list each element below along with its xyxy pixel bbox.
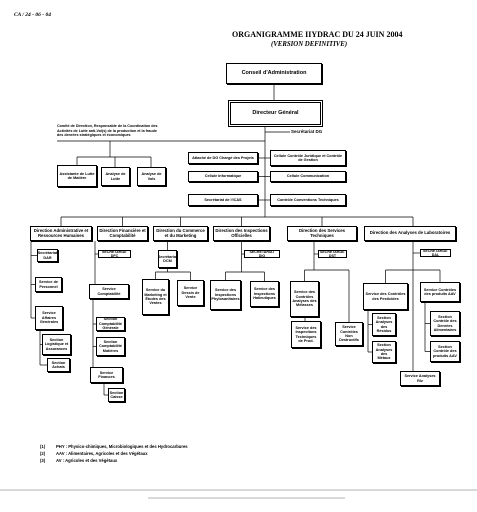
- committee-unit-box: Analyse de Lutte: [101, 167, 130, 186]
- secretariat-dcm-box: Secrétariat DCM: [158, 250, 177, 268]
- top-connectors: [57, 84, 290, 217]
- non-destructive-testing-box: Service Contrôles Non Destructifs: [335, 322, 363, 346]
- general-accounting-section-box: Section Comptabilité Générale: [96, 317, 125, 331]
- committee-line: Comité de Direction, Responsable de la C…: [57, 124, 158, 128]
- secretariat-dar-box: Secrétariat DAR: [37, 249, 58, 262]
- technical-inspections-service-box: Service des Inspections Techniques de Pr…: [291, 321, 321, 348]
- direction-1-connectors: [30, 241, 47, 366]
- director-general-box: Directeur Général: [228, 100, 323, 127]
- metals-section-box: Section Analyses des Métaux: [372, 341, 396, 363]
- direction-laboratories-box: Direction des Analyses de Laboratoires: [364, 226, 456, 241]
- footnote-text: AV : Agricoles et des Végétaux: [56, 458, 118, 463]
- technical-conventions-box: Contrôle Conventions Techniques: [270, 194, 346, 206]
- fisheries-inspections-box: Service des Inspections Halieutiques: [250, 281, 279, 307]
- secretariat-dst-label: SECRETARIAT DST: [318, 250, 347, 258]
- legal-control-cell-box: Cellule Contrôle Juridique et Contrôle d…: [270, 150, 346, 166]
- direction-finance-box: Direction Financière et Comptabilité: [97, 226, 148, 241]
- aav-products-service-box: Service Contrôles des produits AAV: [420, 282, 460, 302]
- direction-admin-hr-box: Direction Administrative et Ressources H…: [30, 226, 92, 241]
- direction-commerce-box: Direction du Commerce et du Marketing: [153, 226, 208, 241]
- materials-accounting-section-box: Section Comptabilité Matières: [96, 337, 125, 356]
- direction-6-connectors: [367, 241, 441, 371]
- molasses-analysis-service-box: Service des Contrôles Analyses des Mélas…: [290, 281, 319, 317]
- direction-technical-services-box: Direction des Services Techniques: [287, 226, 357, 241]
- projects-attache-box: Attaché de DG Chargé des Projets: [188, 152, 258, 164]
- purchasing-section-box: Section Achats: [47, 358, 70, 372]
- directions-bus: [60, 216, 414, 226]
- committee-line: Activités de Lutte anti-Vol(s) de la pro…: [57, 128, 157, 133]
- direction-inspections-box: Direction des Inspections Officielles: [213, 226, 270, 241]
- footnote-text: PHY : Physico-chimiques, Microbiologique…: [56, 444, 188, 449]
- footnote-number: (1): [40, 444, 46, 449]
- sales-service-box: Service Dessin de Vente: [177, 280, 204, 306]
- personnel-service-box: Service de Personnel: [35, 277, 62, 292]
- secretariat-dg-label: Secrétariat DG: [291, 129, 323, 134]
- secretariat-dio-label: SECRETARIAT DIO: [244, 250, 280, 258]
- page-title: ORGANIGRAMME IIYDRAC DU 24 JUIN 2004: [232, 30, 403, 39]
- logistics-section-box: Section Logistique et Assurances: [42, 334, 71, 355]
- direction-5-connectors: [304, 241, 350, 322]
- footnote-number: (3): [40, 458, 46, 463]
- finance-service-box: Service Finances: [90, 367, 123, 383]
- direction-4-connectors: [225, 241, 265, 281]
- pesticides-service-box: Service des Contrôles des Pesticides: [363, 283, 408, 310]
- residues-section-box: Section Analyses des Résidus: [372, 313, 396, 336]
- committee-unit-box: Analyse de Vols: [137, 167, 166, 186]
- general-affairs-service-box: Service Affaires Générales: [35, 306, 63, 330]
- aav-products-section-box: Section Contrôle des produits AAV: [430, 341, 460, 362]
- direction-3-connectors: [155, 241, 191, 280]
- secretariat-dal-label: SECRETARIAT DAL: [420, 249, 451, 257]
- cash-section-box: Section Caisse: [108, 388, 125, 402]
- icas-secretariat-box: Secrétariat de l'ICAS: [188, 194, 258, 206]
- page-bottom-rules: [0, 489, 477, 499]
- phytosanitary-inspections-box: Service des Inspections Phytosanitaires: [210, 280, 241, 310]
- marketing-service-box: Service du Marketing et Études des Vente…: [142, 279, 169, 315]
- footnote-text: AAV : Alimentaires, Agricoles et des Vég…: [56, 451, 148, 456]
- board-of-directors-box: Conseil d'Administration: [226, 63, 322, 84]
- direction-2-connectors: [92, 241, 108, 396]
- accounting-service-box: Service Comptabilité: [89, 284, 129, 299]
- footnote-number: (2): [40, 451, 46, 456]
- rice-analysis-service-box: Service Analyses Riz: [400, 371, 440, 386]
- communication-cell-box: Cellule Communication: [270, 171, 346, 182]
- it-cell-box: Cellule Informatique: [188, 171, 258, 182]
- secretariat-dfc-label: SECRETARIAT DFC: [98, 250, 131, 258]
- committee-line: des denrées stratégiques et économiques: [57, 133, 131, 138]
- food-control-section-box: Section Contrôle des Denrées Alimentaire…: [430, 311, 460, 336]
- document-reference: CA / 24 - 06 - 04: [14, 12, 51, 18]
- management-committee-text: Comité de Direction, Responsable de la C…: [57, 124, 158, 138]
- committee-unit-box: Assistante de Lutte de Matière: [57, 165, 97, 187]
- page-subtitle: (VERSION DEFINITIVE): [271, 41, 348, 48]
